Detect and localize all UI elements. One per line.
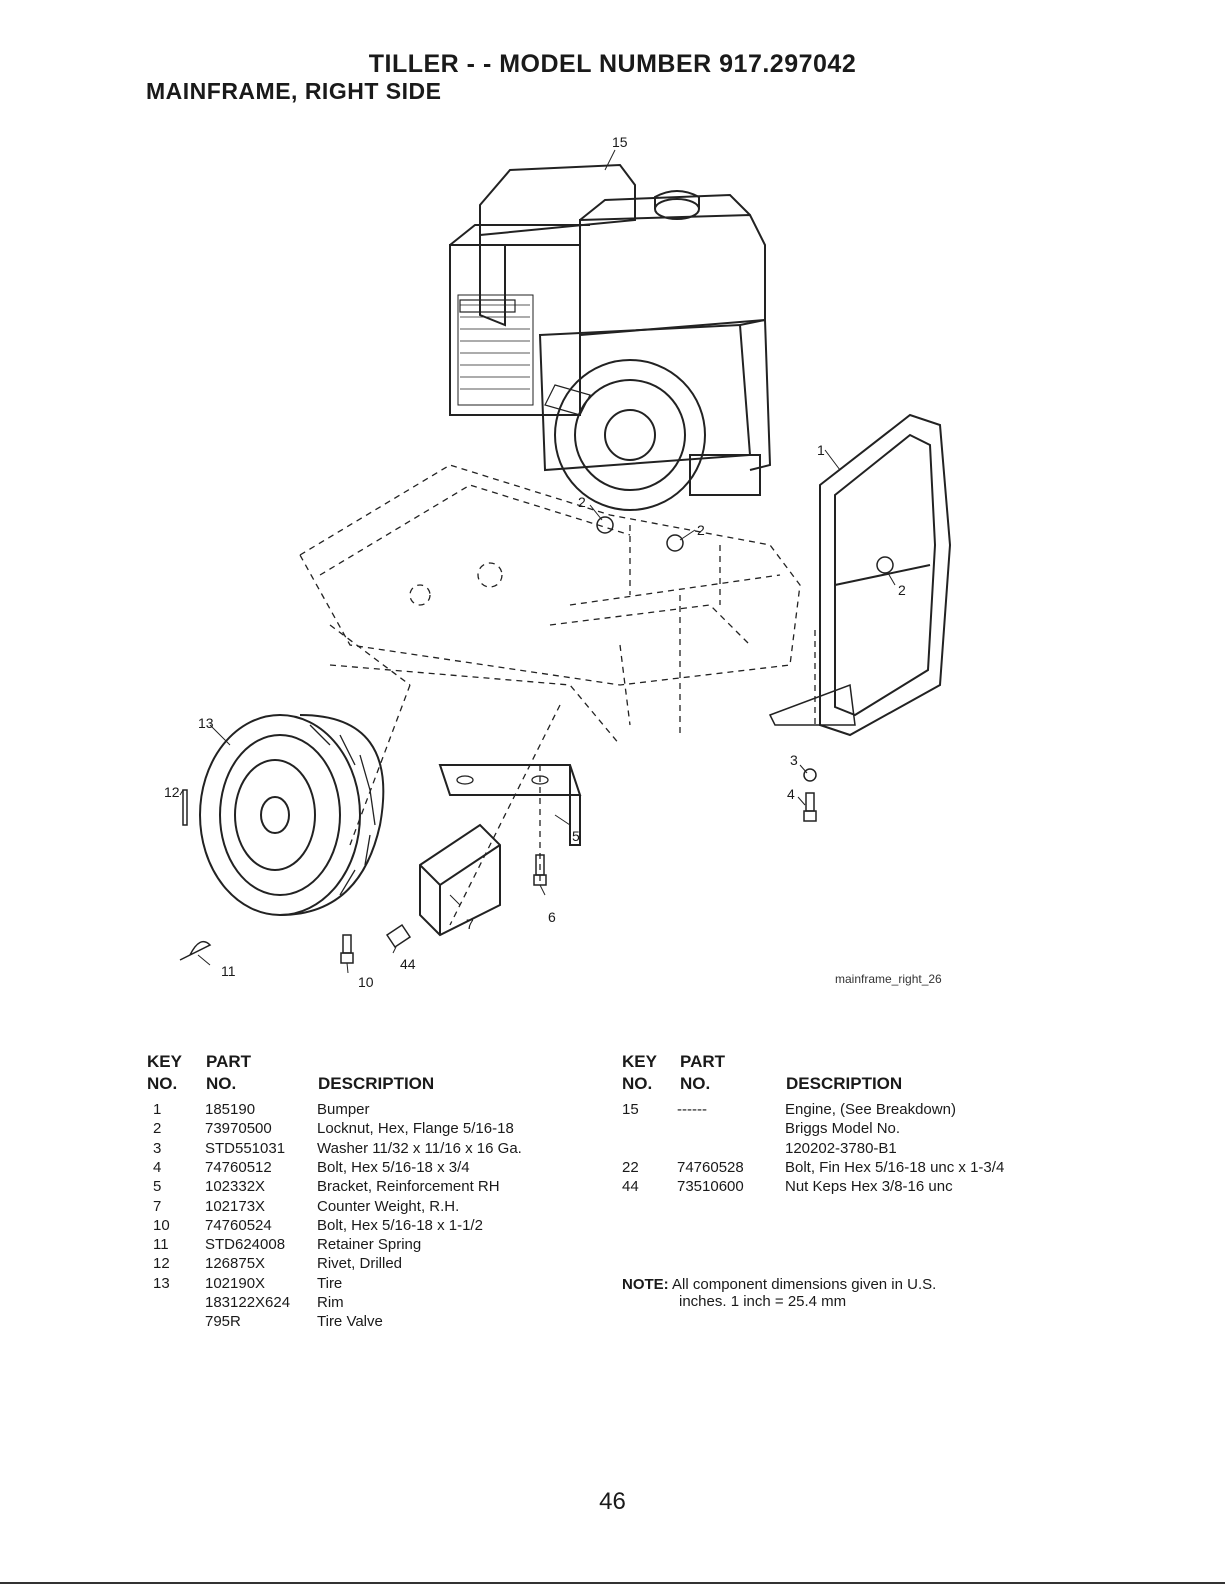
parts-cell-desc: Bolt, Fin Hex 5/16-18 unc x 1-3/4	[785, 1158, 1005, 1176]
parts-cell-desc: Bracket, Reinforcement RH	[317, 1178, 500, 1196]
parts-cell-desc: Tire	[317, 1274, 343, 1292]
header-part-no: NO.	[206, 1074, 237, 1093]
parts-cell-desc: Engine, (See Breakdown)	[785, 1101, 956, 1118]
parts-cell-key: 4	[153, 1158, 162, 1176]
callout-6: 6	[548, 909, 556, 925]
parts-cell-part: 795R	[205, 1313, 241, 1331]
section-subtitle: MAINFRAME, RIGHT SIDE	[146, 78, 442, 104]
header-description: DESCRIPTION	[786, 1074, 903, 1093]
parts-cell-key: 11	[153, 1236, 169, 1254]
parts-cell-part: 185190	[205, 1101, 256, 1118]
parts-cell-desc: Rim	[317, 1294, 344, 1311]
callout-4: 4	[787, 786, 795, 802]
callout-5: 5	[572, 828, 580, 844]
dimension-note: NOTE: All component dimensions given in …	[622, 1276, 1042, 1310]
page-number: 46	[599, 1488, 626, 1515]
callout-13: 13	[198, 715, 214, 731]
tire-illustration	[199, 714, 385, 916]
parts-cell-part: 73970500	[205, 1120, 272, 1138]
parts-cell-desc: Bolt, Hex 5/16-18 x 3/4	[317, 1158, 470, 1176]
parts-cell-desc: Washer 11/32 x 11/16 x 16 Ga.	[317, 1139, 522, 1157]
callout-2c: 2	[898, 582, 906, 598]
callout-3: 3	[790, 752, 798, 768]
header-key-no: NO.	[147, 1074, 178, 1093]
parts-cell-key: 3	[153, 1139, 162, 1157]
header-description: DESCRIPTION	[318, 1074, 435, 1093]
parts-cell-part: 102190X	[205, 1274, 266, 1292]
callout-15: 15	[612, 134, 628, 150]
callout-2b: 2	[697, 522, 705, 538]
parts-cell-desc: Retainer Spring	[317, 1236, 422, 1254]
bottom-rule	[0, 1582, 1225, 1584]
exploded-parts-diagram: 15 1 2 2 2 13 12 3 4 5 6 7 44 11 10	[164, 134, 952, 990]
parts-cell-part: 74760524	[205, 1216, 272, 1234]
page-title: TILLER - - MODEL NUMBER 917.297042	[368, 50, 857, 78]
header-part: PART	[206, 1052, 252, 1071]
parts-cell-part: 102173X	[205, 1197, 266, 1215]
parts-cell-desc: Bumper	[317, 1101, 370, 1118]
parts-cell-desc: Rivet, Drilled	[317, 1255, 403, 1273]
counter-weight-illustration	[419, 823, 501, 937]
parts-cell-desc: Locknut, Hex, Flange 5/16-18	[317, 1120, 514, 1138]
parts-cell-part: 102332X	[205, 1178, 266, 1196]
parts-cell-part: STD551031	[205, 1139, 286, 1157]
parts-cell-part: 73510600	[677, 1178, 744, 1196]
callout-11: 11	[221, 963, 236, 979]
header-key: KEY	[147, 1052, 182, 1071]
header-part-no: NO.	[680, 1074, 711, 1093]
parts-cell-desc: Nut Keps Hex 3/8-16 unc	[785, 1178, 953, 1196]
callout-10: 10	[358, 974, 374, 990]
parts-cell-part: ------	[677, 1101, 707, 1118]
parts-cell-part: STD624008	[205, 1236, 286, 1254]
parts-cell-key: 12	[153, 1255, 170, 1273]
parts-cell-desc: Tire Valve	[317, 1313, 383, 1331]
parts-cell-part: 126875X	[205, 1255, 266, 1273]
parts-cell-part: 74760528	[677, 1158, 744, 1176]
parts-cell-desc: Briggs Model No.	[785, 1120, 901, 1138]
parts-cell-key: 5	[153, 1178, 162, 1196]
hardware-illustration	[179, 516, 894, 964]
callout-7: 7	[466, 916, 474, 932]
callout-1: 1	[817, 442, 825, 458]
header-key-no: NO.	[622, 1074, 653, 1093]
parts-cell-desc: Bolt, Hex 5/16-18 x 1-1/2	[317, 1216, 483, 1234]
parts-cell-desc: Counter Weight, R.H.	[317, 1197, 460, 1215]
parts-cell-key: 13	[153, 1274, 170, 1292]
note-label: NOTE:	[622, 1276, 669, 1293]
header-part: PART	[680, 1052, 726, 1071]
parts-cell-key: 10	[153, 1216, 170, 1234]
callout-44: 44	[400, 956, 416, 972]
engine-illustration	[449, 163, 772, 511]
parts-cell-key: 44	[622, 1178, 639, 1196]
parts-cell-key: 2	[153, 1120, 162, 1138]
callout-2a: 2	[578, 494, 586, 510]
note-line2: inches. 1 inch = 25.4 mm	[679, 1293, 847, 1310]
note-line1: All component dimensions given in U.S.	[672, 1276, 937, 1293]
callout-12: 12	[164, 784, 180, 800]
parts-cell-key: 22	[622, 1158, 639, 1176]
parts-cell-part: 74760512	[205, 1158, 272, 1176]
parts-cell-key: 1	[153, 1101, 162, 1118]
header-key: KEY	[622, 1052, 657, 1071]
parts-cell-desc: 120202-3780-B1	[785, 1139, 897, 1157]
parts-cell-key: 7	[153, 1197, 162, 1215]
parts-cell-key: 15	[622, 1101, 639, 1118]
bumper-illustration	[768, 413, 952, 737]
frame-outline	[299, 464, 816, 926]
diagram-image-id: mainframe_right_26	[835, 972, 942, 986]
bracket-illustration	[438, 764, 582, 846]
parts-cell-part: 183122X624	[205, 1294, 291, 1311]
